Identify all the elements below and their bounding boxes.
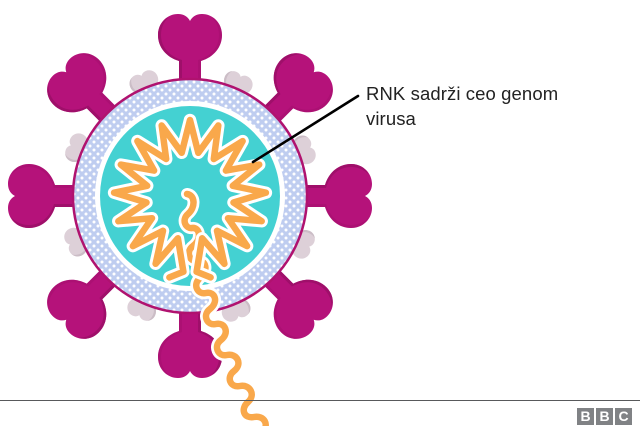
callout-line-1: RNK sadrži ceo genom [366, 83, 559, 104]
rna-strand [178, 188, 272, 426]
bbc-logo-letter-1: B [577, 408, 594, 425]
rna-crown [107, 113, 273, 284]
bbc-logo-letter-3: C [615, 408, 632, 425]
bbc-logo-letter-2: B [596, 408, 613, 425]
callout-line-2: virusa [366, 108, 416, 129]
bbc-logo: B B C [577, 408, 632, 425]
callout-label: RNK sadrži ceo genom virusa [366, 81, 616, 131]
footer-divider [0, 400, 640, 401]
callout-pointer-line [251, 94, 360, 164]
rna-stroke-left [181, 190, 269, 426]
